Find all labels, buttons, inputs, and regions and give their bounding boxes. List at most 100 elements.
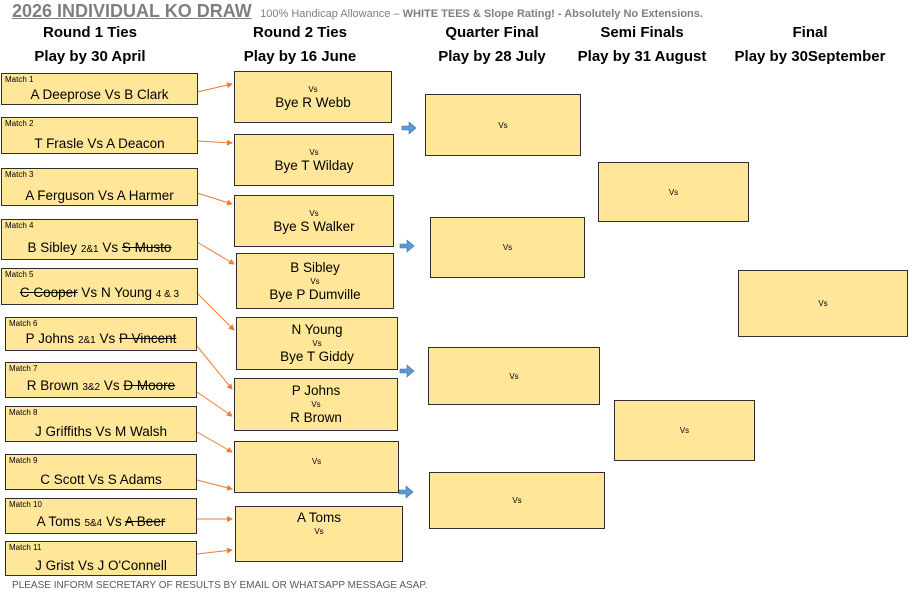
vs-label: Vs [99,331,116,346]
vs-label: Vs [314,527,324,536]
player-two-score: 4 & 3 [155,289,180,300]
match-number: Match 2 [5,119,34,128]
quarter-final-4: Vs [429,472,605,529]
vs-label: Vs [310,276,320,286]
vs-label: Vs [668,187,679,197]
final-tie: Vs [738,270,908,337]
quarter-final-3: Vs [428,347,600,405]
advance-arrow-icon [401,121,417,135]
round2-tie-2: Vs Bye T Wilday [234,134,394,186]
semi-final-1: Vs [598,162,749,222]
player-two: M Walsh [115,424,168,439]
round2-tie-7: Vs [234,441,399,493]
round2-tie-4: B Sibley Vs Bye P Dumville [236,253,394,309]
header-final: Final Play by 30September [725,22,895,68]
round-label: Quarter Final [445,24,539,41]
vs-label: Vs [502,243,513,252]
deadline-label: Play by 16 June [243,48,357,65]
semi-final-2: Vs [614,400,755,461]
round1-match-7: Match 7 R Brown 3&2 Vs D Moore [5,362,197,398]
connector-arrow [196,139,233,146]
connector-arrow [196,241,235,265]
round2-player: Bye T Giddy [280,349,354,364]
deadline-label: Play by 28 July [438,48,546,65]
match-players: A Ferguson Vs A Harmer [2,188,197,204]
round-label: Round 2 Ties [253,24,347,41]
player-one-score: 3&2 [82,382,101,393]
vs-label: Vs [512,496,522,505]
extensions-note: - Absolutely No Extensions. [554,8,703,20]
header-round2: Round 2 Ties Play by 16 June [230,22,370,68]
quarter-final-1: Vs [425,94,581,156]
page-title: 2026 INDIVIDUAL KO DRAW 100% Handicap Al… [12,1,703,22]
tees-note: WHITE TEES & Slope Rating! [402,8,555,20]
player-two: S Musto [121,240,172,255]
vs-label: Vs [95,424,112,439]
match-players: A Deeprose Vs B Clark [2,87,197,103]
round2-player: N Young [291,322,343,337]
match-players: C Cooper Vs N Young 4 & 3 [2,285,197,303]
vs-label: Vs [106,514,122,529]
match-number: Match 7 [9,364,38,373]
handicap-note: 100% Handicap Allowance – [260,8,403,20]
player-one: J Griffiths [34,424,92,439]
match-number: Match 8 [9,408,38,417]
player-two: J O'Connell [97,558,167,573]
vs-label: Vs [87,136,104,151]
vs-label: Vs [498,120,508,130]
footer-note: PLEASE INFORM SECRETARY OF RESULTS BY EM… [12,580,428,591]
connector-arrow [196,391,233,417]
player-two: A Deacon [106,136,165,151]
round2-player: Bye S Walker [273,218,355,234]
vs-label: Vs [309,147,319,157]
round2-player: P Johns [291,383,341,398]
player-one: A Deeprose [30,87,101,102]
round-label: Round 1 Ties [43,24,137,41]
vs-label: Vs [308,84,318,94]
round2-tie-6: P Johns Vs R Brown [234,378,398,431]
advance-arrow-icon [399,239,415,253]
connector-arrow [196,431,233,453]
connector-arrow [196,292,235,331]
vs-label: Vs [98,188,114,203]
vs-label: Vs [509,371,519,381]
deadline-label: Play by 30September [734,48,886,65]
round2-player: R Brown [290,410,342,425]
player-two: S Adams [107,472,162,487]
round2-tie-3: Vs Bye S Walker [234,195,394,247]
vs-label: Vs [311,400,321,409]
match-players: A Toms 5&4 Vs A Beer [6,514,196,532]
match-number: Match 9 [9,456,38,465]
vs-label: Vs [81,285,98,300]
player-two: N Young [100,285,152,300]
vs-label: Vs [88,472,104,487]
quarter-final-2: Vs [430,217,585,278]
player-one-score: 2&1 [80,244,99,255]
match-number: Match 10 [9,500,42,509]
player-two: A Beer [124,514,166,529]
match-players: J Griffiths Vs M Walsh [6,424,196,440]
deadline-label: Play by 31 August [577,48,707,65]
match-number: Match 4 [5,221,34,230]
match-players: B Sibley 2&1 Vs S Musto [2,240,197,258]
vs-label: Vs [77,558,94,573]
vs-label: Vs [312,339,322,348]
player-one: R Brown [26,378,79,393]
player-one: P Johns [25,331,75,346]
round2-tie-1: Vs Bye R Webb [234,71,392,123]
round2-tie-5: N Young Vs Bye T Giddy [236,317,398,370]
vs-label: Vs [818,299,828,308]
vs-label: Vs [309,208,319,218]
player-one: A Ferguson [25,188,95,203]
player-two: D Moore [123,378,176,393]
round2-player: A Toms [296,510,342,525]
round2-player: Bye P Dumville [269,286,361,302]
round1-match-4: Match 4 B Sibley 2&1 Vs S Musto [1,219,198,260]
match-number: Match 11 [9,543,42,552]
match-players: R Brown 3&2 Vs D Moore [6,378,196,396]
header-quarter-final: Quarter Final Play by 28 July [417,22,567,68]
player-one: C Cooper [19,285,78,300]
